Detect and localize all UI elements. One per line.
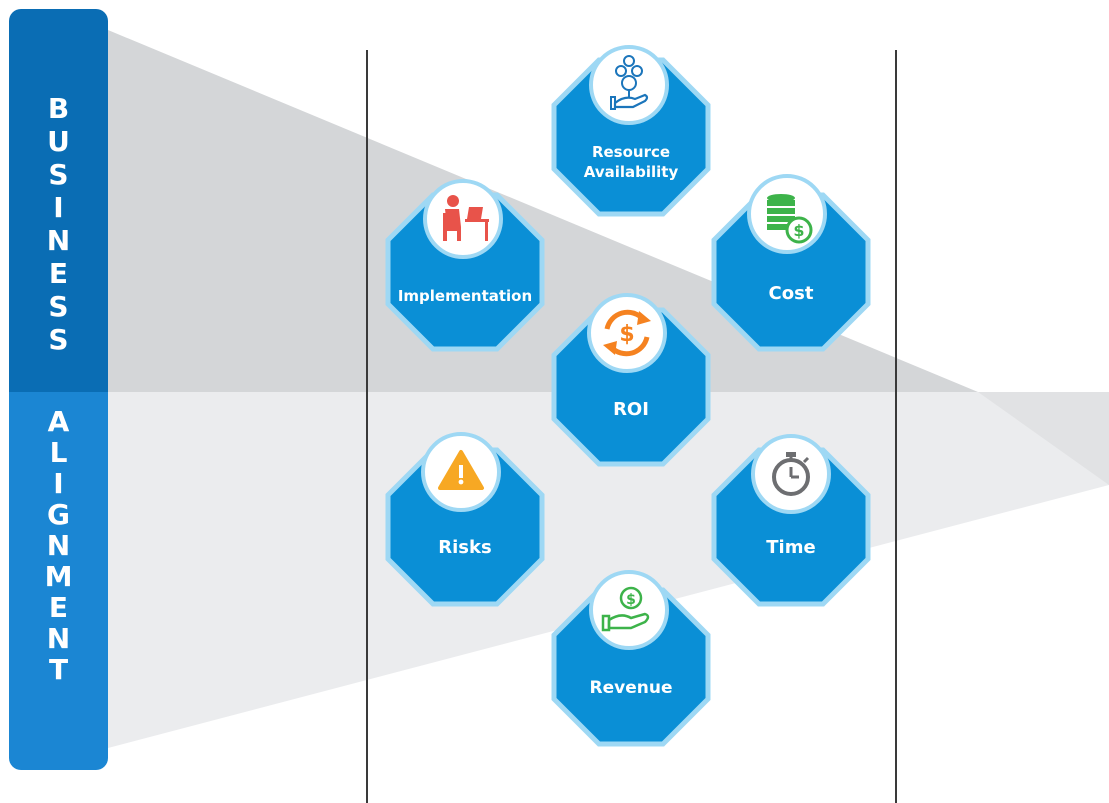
coin-stack-dollar-icon: $: [747, 174, 827, 254]
business-letter: S: [48, 290, 69, 323]
business-word: B U S I N E S S: [9, 92, 108, 356]
alignment-letter: N: [46, 529, 71, 562]
alignment-letter: A: [47, 405, 70, 438]
revenue-label: Revenue: [589, 678, 673, 698]
alignment-letter: M: [44, 560, 73, 593]
cost-label: Cost: [768, 283, 814, 304]
dollar-hand-icon: $: [589, 570, 669, 650]
funnel-tip: [978, 392, 1109, 485]
svg-text:$: $: [619, 322, 634, 347]
implementation-label: Implementation: [397, 287, 533, 305]
divider-left: [366, 50, 368, 803]
dollar-cycle-icon: $: [587, 293, 667, 373]
business-letter: I: [53, 191, 64, 224]
alignment-bar: [9, 392, 108, 770]
warning-triangle-icon: [421, 432, 501, 512]
divider-right: [895, 50, 897, 803]
alignment-letter: L: [49, 436, 68, 469]
business-letter: S: [48, 323, 69, 356]
svg-text:$: $: [626, 592, 636, 608]
business-letter: U: [47, 125, 70, 158]
alignment-letter: N: [46, 622, 71, 655]
alignment-letter: I: [53, 467, 64, 500]
roi-label: ROI: [613, 399, 649, 420]
risks-label: Risks: [438, 537, 492, 558]
business-letter: N: [46, 224, 71, 257]
alignment-word: A L I G N M E N T: [9, 406, 108, 685]
person-at-desk-icon: [423, 179, 503, 259]
business-letter: S: [48, 158, 69, 191]
svg-text:$: $: [793, 221, 804, 240]
money-tree-hand-icon: [589, 45, 669, 125]
resource-label: Resource Availability: [583, 143, 679, 181]
alignment-letter: T: [48, 653, 69, 686]
business-letter: E: [48, 257, 69, 290]
business-letter: B: [47, 92, 70, 125]
alignment-letter: E: [48, 591, 69, 624]
stopwatch-icon: [751, 434, 831, 514]
alignment-letter: G: [47, 498, 70, 531]
time-label: Time: [766, 537, 816, 558]
funnel-lower: [108, 392, 1109, 748]
business-bar: [9, 9, 108, 392]
